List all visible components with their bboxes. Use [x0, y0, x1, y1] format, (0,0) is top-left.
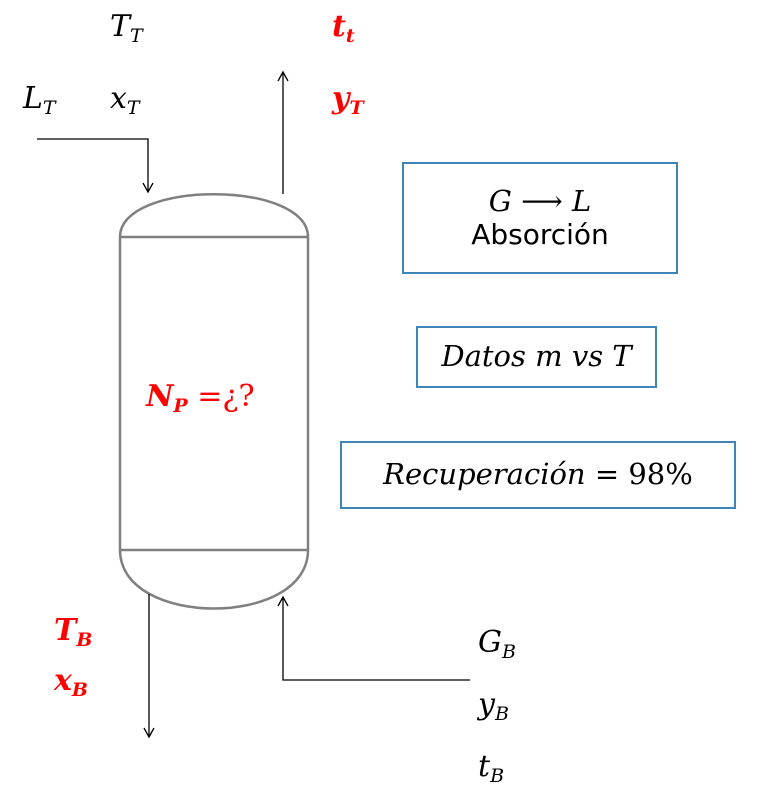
process-box: G ⟶ L Absorción: [402, 162, 678, 274]
gas-temperature-bottom-label: tB: [478, 749, 505, 787]
gas-composition-bottom-label: yB: [478, 687, 509, 725]
liquid-composition-top-label: xT: [110, 81, 140, 119]
gas-inlet-arrow: [277, 595, 470, 681]
process-name: Absorción: [471, 217, 609, 251]
bottom-temperature-label: TB: [54, 613, 93, 651]
liquid-flow-top-label: LT: [23, 81, 56, 119]
liquid-inlet-arrow: [37, 138, 154, 194]
process-equation: G ⟶ L: [488, 183, 592, 218]
gas-temperature-top-label: tt: [332, 9, 355, 47]
gas-composition-top-label: yT: [332, 81, 364, 119]
recovery-label: Recuperación = 98%: [383, 457, 693, 492]
recovery-box: Recuperación = 98%: [340, 441, 736, 509]
liquid-composition-bottom-label: xB: [54, 663, 88, 701]
data-box: Datos m vs T: [416, 326, 657, 388]
data-label: Datos m vs T: [441, 339, 632, 374]
gas-flow-bottom-label: GB: [478, 625, 516, 663]
number-of-stages-label: NP =¿?: [146, 379, 255, 417]
top-temperature-label: TT: [110, 9, 143, 47]
